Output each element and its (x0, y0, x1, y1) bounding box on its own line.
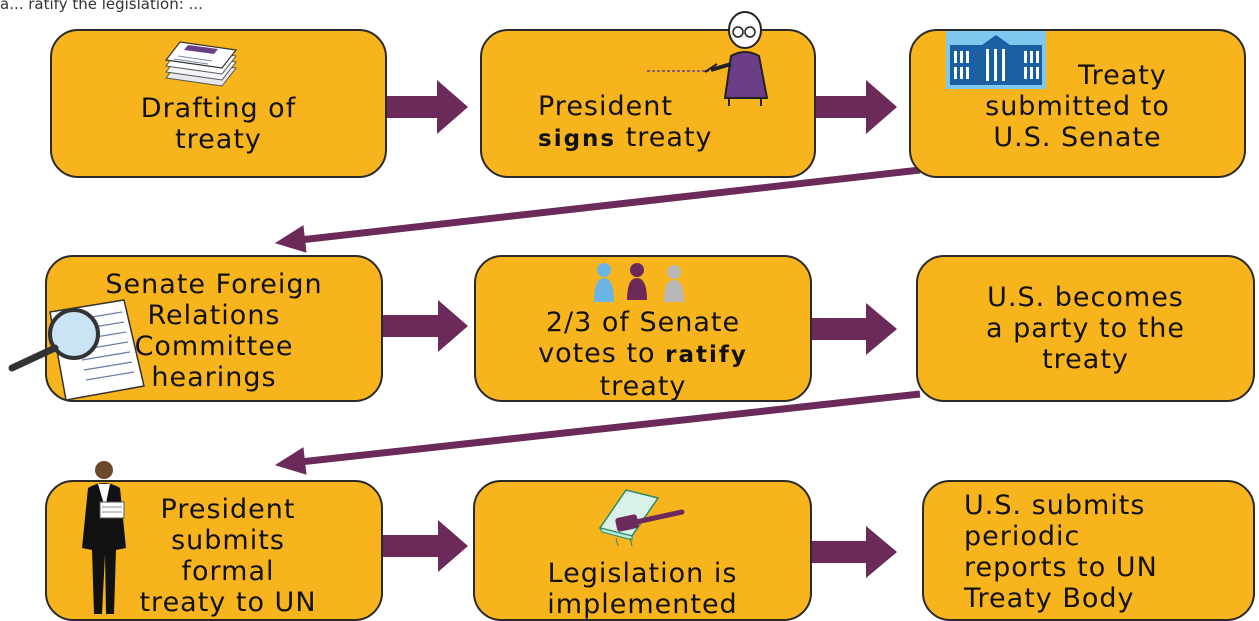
step-senate-ratifies: 2/3 of Senate votes to ratify treaty (474, 255, 812, 402)
voters-icon (594, 263, 684, 302)
arrow-3-4 (299, 166, 921, 244)
step-4-line-4: hearings (151, 362, 277, 393)
step-7-line-2: submits (171, 525, 285, 556)
step-2-signs: signs (538, 126, 617, 152)
step-5-line-2: votes to (538, 338, 666, 369)
president-figure-icon (82, 461, 126, 614)
arrow-1-2 (387, 80, 468, 134)
step-7-line-1: President (160, 494, 296, 525)
capitol-building-icon (946, 31, 1046, 89)
step-1-line-1: Drafting of (140, 93, 297, 124)
step-3-line-1: Treaty (1078, 60, 1167, 91)
step-5-line-1: 2/3 of Senate (545, 307, 741, 338)
caption: a... ratify the legislation: ... (0, 0, 203, 13)
step-9-line-4: Treaty Body (964, 583, 1135, 614)
documents-icon (164, 41, 238, 87)
step-6-line-2: a party to the (985, 313, 1186, 344)
step-6-line-1: U.S. becomes (987, 282, 1184, 313)
step-9-line-2: periodic (964, 521, 1081, 552)
step-5-ratify: ratify (665, 342, 748, 368)
step-9-line-3: reports to UN (964, 552, 1158, 583)
arrow-6-7 (299, 390, 921, 466)
signing-person-icon (647, 11, 769, 106)
arrow-4-5 (383, 300, 468, 352)
step-9-line-1: U.S. submits (964, 490, 1146, 521)
step-2-line-1: President (538, 91, 673, 122)
arrow-7-8 (383, 520, 468, 572)
step-4-line-3: Committee (134, 331, 294, 362)
step-6-line-3: treaty (1042, 344, 1129, 375)
arrow-8-9 (812, 526, 897, 578)
step-3-line-2: submitted to (985, 91, 1170, 122)
step-4-line-2: Relations (147, 300, 281, 331)
arrow-5-6 (812, 303, 897, 355)
step-7-line-3: formal (181, 556, 275, 587)
step-us-submits-reports: U.S. submits periodic reports to UN Trea… (922, 480, 1255, 621)
step-1-line-2: treaty (175, 124, 262, 155)
magnifier-document-icon (8, 299, 145, 401)
step-5-line-3: treaty (599, 371, 687, 402)
step-8-line-1: Legislation is (547, 558, 738, 589)
gavel-book-icon (598, 489, 685, 547)
step-8-line-2: implemented (547, 589, 738, 620)
arrow-2-3 (816, 80, 897, 134)
step-2-treaty: treaty (616, 122, 713, 153)
step-7-line-4: treaty to UN (139, 587, 317, 618)
step-us-becomes-party: U.S. becomes a party to the treaty (916, 255, 1255, 402)
step-4-line-1: Senate Foreign (105, 269, 323, 300)
step-3-line-3: U.S. Senate (993, 122, 1162, 153)
